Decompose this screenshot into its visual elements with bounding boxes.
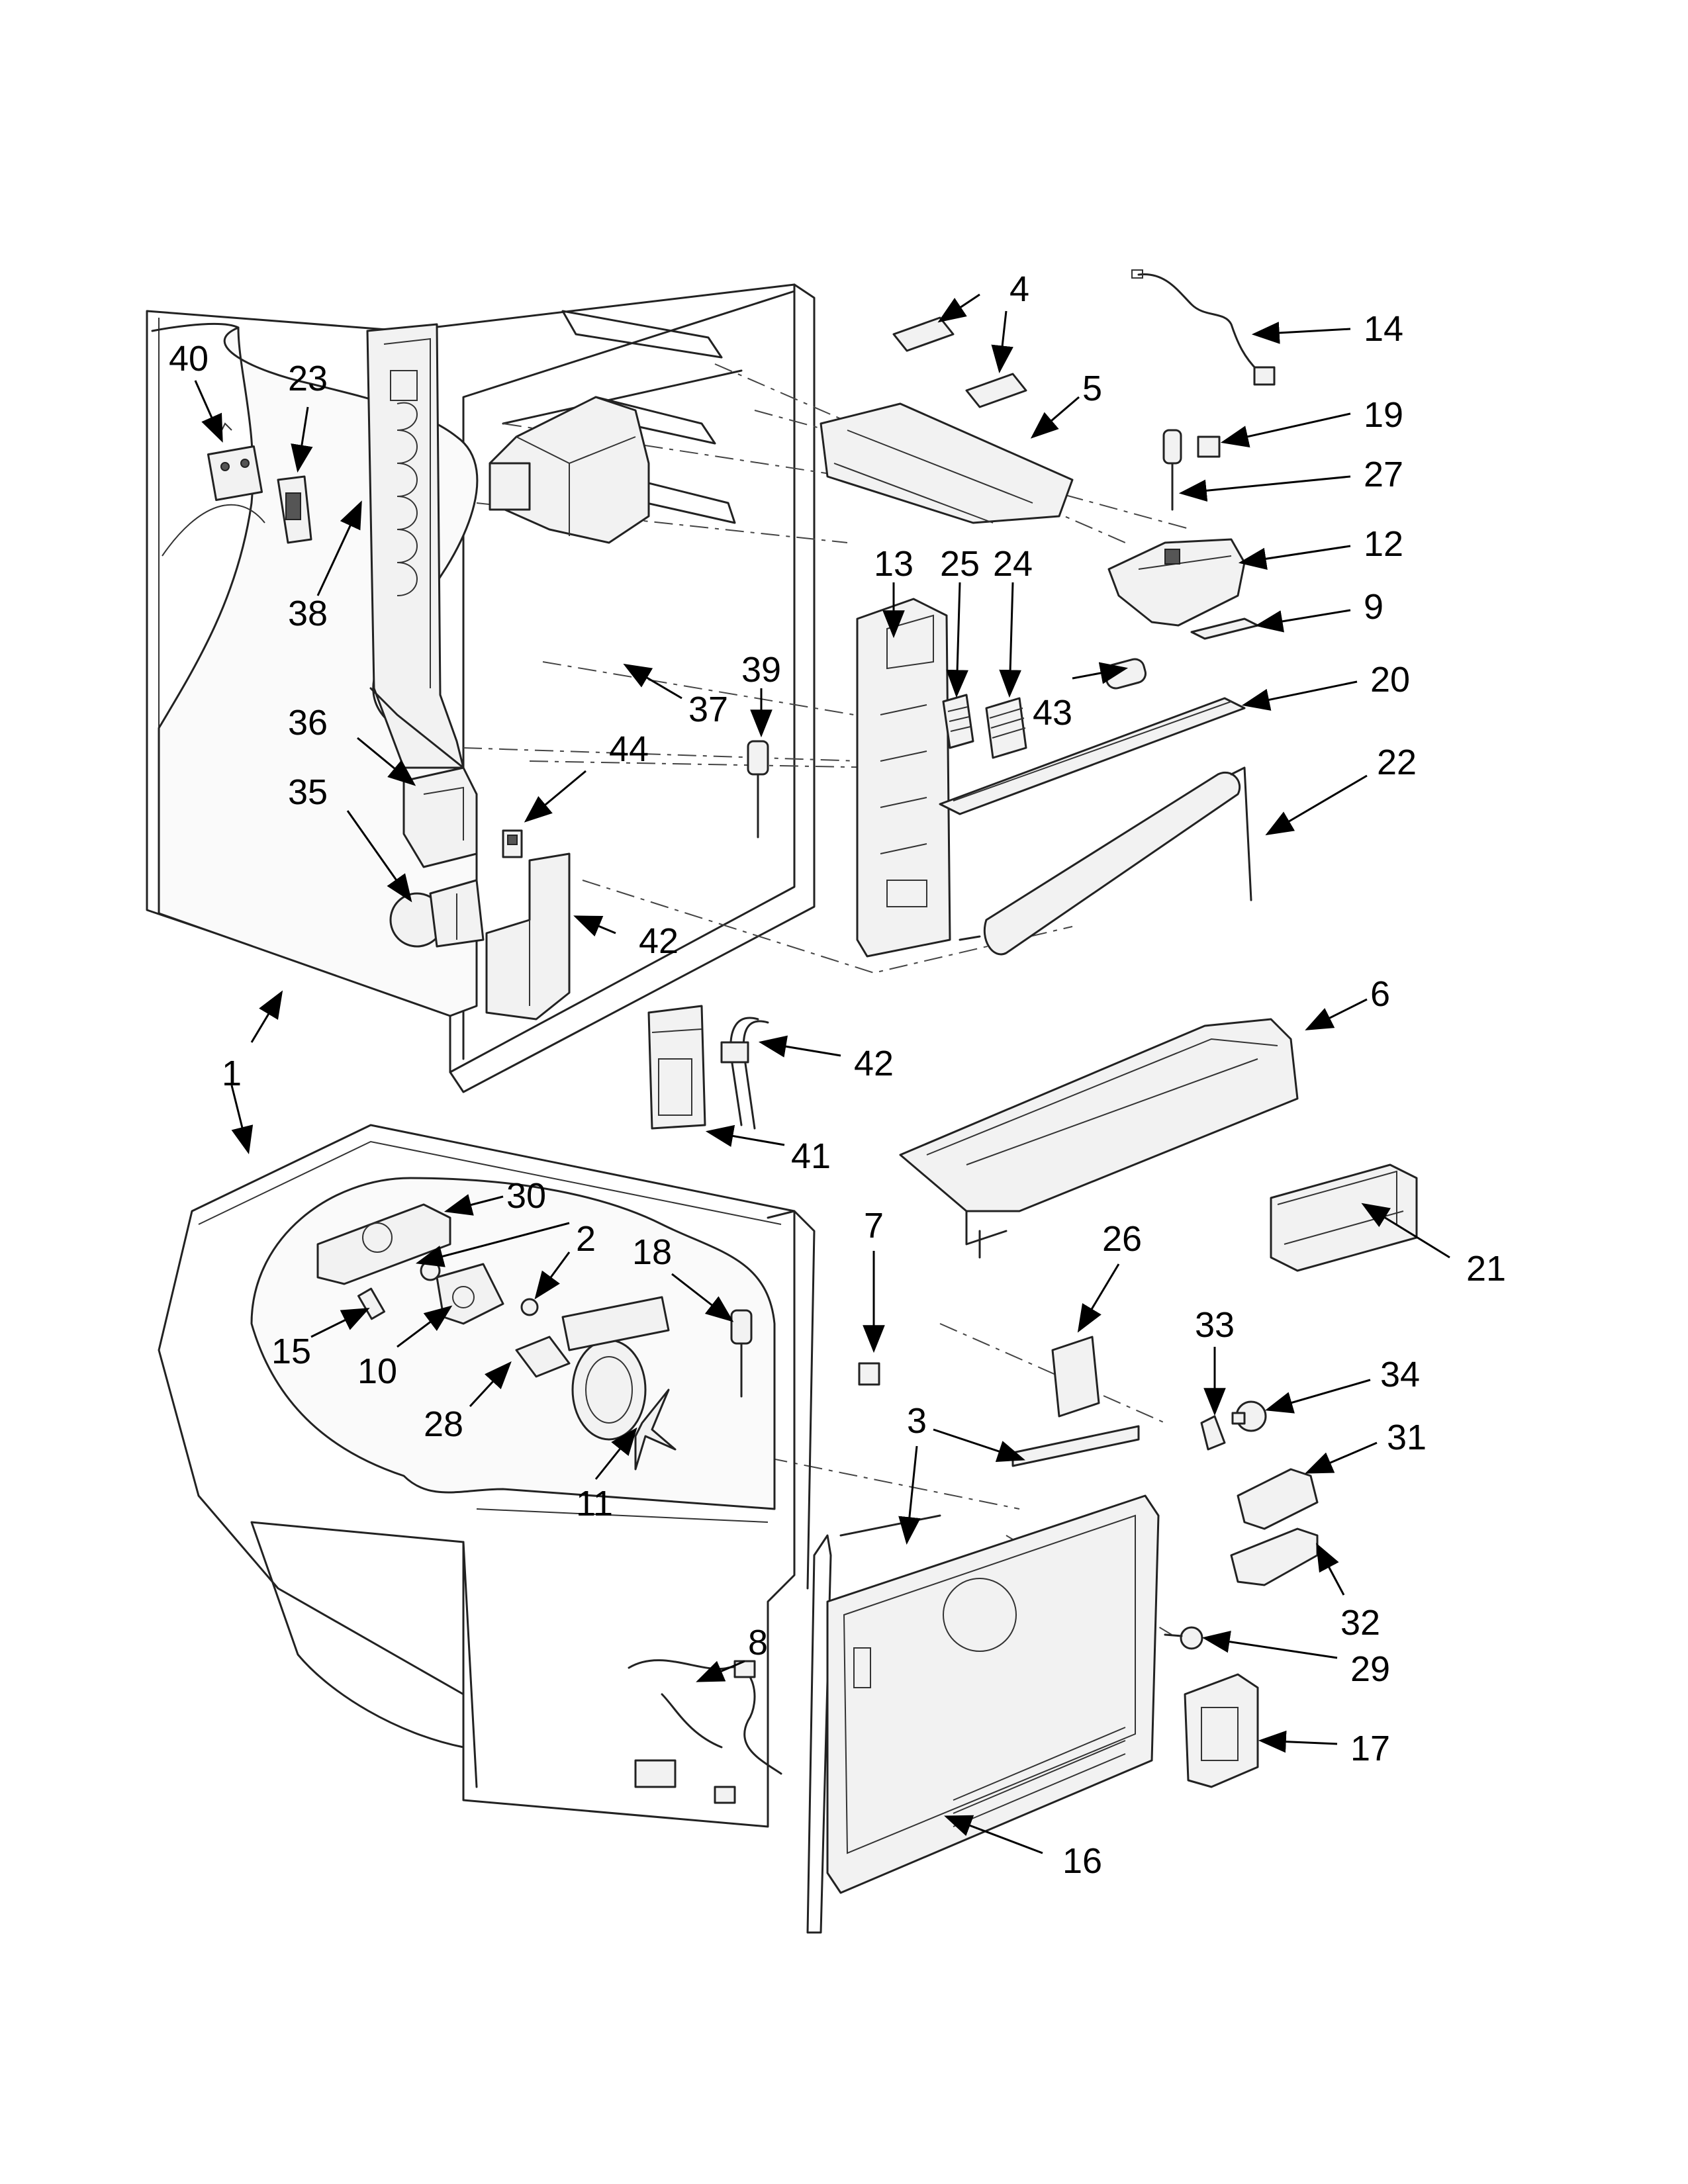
part-19-clip — [1197, 435, 1221, 458]
callout-25: 25 — [940, 544, 980, 584]
part-39-thermistor — [747, 740, 769, 839]
callout-16: 16 — [1062, 1841, 1102, 1881]
air-tower-assembly — [366, 323, 465, 769]
callout-22: 22 — [1377, 743, 1417, 782]
callout-18: 18 — [632, 1232, 672, 1272]
part-15-screw — [357, 1287, 386, 1320]
callout-42b: 42 — [854, 1044, 894, 1083]
part-17-damper — [1184, 1673, 1259, 1788]
callout-12: 12 — [1364, 524, 1403, 564]
callout-3: 3 — [907, 1401, 927, 1441]
part-41-housing — [647, 1005, 706, 1130]
part-32-lamp-cover — [1230, 1527, 1319, 1586]
leader-lines — [194, 293, 1450, 1854]
part-5-bracket — [820, 402, 1074, 524]
callout-43: 43 — [1033, 693, 1072, 733]
part-42-bracket — [485, 852, 571, 1021]
callout-11: 11 — [576, 1484, 613, 1524]
callout-37: 37 — [688, 690, 728, 729]
part-29-screw — [1164, 1626, 1203, 1650]
callout-30: 30 — [506, 1176, 546, 1216]
part-33-socket — [1200, 1415, 1226, 1451]
part-27-probe — [1162, 429, 1182, 511]
part-43-valve — [1104, 658, 1147, 690]
control-board-40 — [207, 422, 263, 502]
callout-26: 26 — [1102, 1219, 1142, 1259]
callout-42a: 42 — [639, 921, 679, 961]
callout-28: 28 — [424, 1404, 463, 1444]
part-13-panel — [856, 598, 951, 958]
callout-6: 6 — [1370, 974, 1390, 1014]
callout-38: 38 — [288, 594, 328, 633]
callout-31: 31 — [1387, 1418, 1427, 1457]
part-18-thermistor — [730, 1309, 753, 1398]
callout-27: 27 — [1364, 455, 1403, 494]
part-26-cover — [1051, 1336, 1100, 1418]
part-12-housing — [1107, 538, 1246, 627]
fan-shroud — [561, 1296, 670, 1441]
callout-17: 17 — [1350, 1729, 1390, 1768]
part-16-rear-panel — [826, 1494, 1160, 1894]
callout-20: 20 — [1370, 660, 1410, 700]
callout-34: 34 — [1380, 1355, 1420, 1394]
part-34-bulb — [1231, 1400, 1267, 1432]
callout-41: 41 — [791, 1136, 831, 1176]
callout-15: 15 — [271, 1332, 311, 1371]
callout-39: 39 — [741, 650, 781, 690]
part-6-filter-housing — [899, 1018, 1299, 1259]
callout-40: 40 — [169, 339, 209, 379]
callout-21: 21 — [1466, 1249, 1506, 1289]
fresh-food-liner — [146, 283, 816, 1093]
callout-14: 14 — [1364, 309, 1403, 349]
callout-7: 7 — [864, 1206, 884, 1246]
callout-5: 5 — [1082, 369, 1102, 408]
callout-labels: 1 2 3 4 5 6 7 8 9 10 11 12 13 14 15 16 1… — [169, 269, 1506, 1881]
part-44-switch — [502, 829, 523, 858]
callout-32: 32 — [1340, 1603, 1380, 1643]
callout-23: 23 — [288, 359, 328, 398]
part-31-lamp-housing — [1237, 1468, 1319, 1530]
callout-1: 1 — [222, 1054, 242, 1093]
part-7-clip — [858, 1362, 880, 1386]
callout-4: 4 — [1009, 269, 1029, 309]
callout-33: 33 — [1195, 1305, 1235, 1345]
callout-29: 29 — [1350, 1649, 1390, 1689]
freezer-liner — [158, 1124, 816, 1828]
part-35-motor — [389, 879, 485, 948]
callout-8: 8 — [748, 1623, 768, 1662]
callout-24: 24 — [993, 544, 1033, 584]
part-36-housing — [402, 766, 478, 868]
callout-10: 10 — [357, 1351, 397, 1391]
part-24-grille — [985, 697, 1027, 759]
part-14-sensor-cable — [1131, 269, 1276, 386]
part-30-bracket — [316, 1203, 451, 1285]
callout-13: 13 — [874, 544, 914, 584]
callout-9: 9 — [1364, 587, 1383, 627]
part-28-bracket — [515, 1336, 571, 1378]
part-21-module — [1270, 1163, 1418, 1272]
air-diffuser-cover — [489, 396, 650, 544]
callout-36: 36 — [288, 703, 328, 743]
part-9-trim — [1190, 617, 1259, 640]
callout-19: 19 — [1364, 395, 1403, 435]
part-23-bracket — [277, 475, 312, 544]
callout-35: 35 — [288, 772, 328, 812]
part-8-wiring-harness — [628, 1659, 782, 1804]
part-42-water-tube — [720, 1017, 769, 1130]
callout-2: 2 — [576, 1219, 596, 1259]
part-4-modules — [892, 316, 1027, 408]
callout-44: 44 — [609, 729, 649, 769]
part-22-water-filter — [959, 766, 1252, 956]
